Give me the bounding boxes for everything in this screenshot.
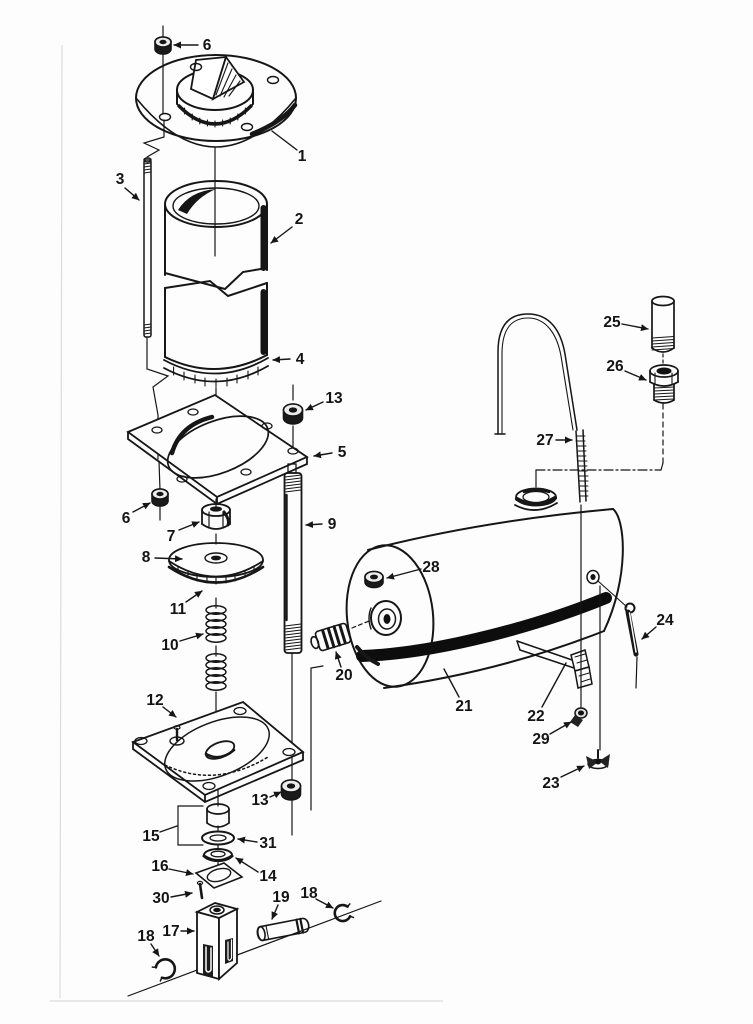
base-ring (163, 357, 269, 388)
cylinder-sleeve (164, 180, 268, 370)
reservoir-tank (345, 508, 624, 689)
filler-neck (514, 487, 558, 511)
elbow-29 (570, 707, 588, 727)
callout-13-lower: 13 (251, 792, 269, 809)
breather-tube-25 (651, 295, 675, 353)
nut-6-top (154, 36, 172, 55)
bracket-22 (516, 640, 593, 689)
page-margin-lines (50, 44, 443, 1002)
callout-18-right: 18 (300, 885, 318, 902)
callout-18-left: 18 (137, 928, 155, 945)
callout-26: 26 (606, 358, 624, 375)
assembly-centerlines (127, 25, 382, 997)
cotter-pin-24 (624, 602, 639, 689)
clevis-17 (194, 902, 240, 982)
pin-30 (196, 880, 204, 900)
callout-16: 16 (151, 858, 169, 875)
nut-13-upper (282, 403, 304, 425)
callout-10: 10 (161, 637, 178, 654)
tank-port-hub (368, 600, 402, 636)
retainer-clip-left (151, 958, 177, 982)
callout-9: 9 (328, 516, 337, 533)
callout-23: 23 (542, 775, 560, 792)
leader-lines (124, 41, 657, 957)
springs (205, 605, 227, 691)
callout-3: 3 (116, 171, 125, 188)
callout-5: 5 (338, 444, 347, 461)
callout-15: 15 (142, 828, 160, 845)
callout-6-lower: 6 (122, 510, 131, 527)
bushing-15 (177, 803, 230, 846)
callout-25: 25 (603, 314, 621, 331)
bushing-26 (649, 364, 679, 404)
callout-27: 27 (536, 432, 553, 449)
vent-fitting-right (586, 569, 628, 608)
breather-assembly-line (535, 353, 664, 488)
plug-28 (364, 570, 384, 589)
tank-lines (580, 504, 601, 751)
callout-17: 17 (162, 923, 179, 940)
packing-nut (201, 503, 231, 530)
callout-7: 7 (167, 528, 176, 545)
washer-31 (201, 830, 235, 846)
tie-rod (143, 157, 152, 338)
lower-square-plate (131, 700, 305, 804)
callout-30: 30 (152, 890, 169, 907)
callout-28: 28 (422, 559, 440, 576)
callout-4: 4 (296, 351, 305, 368)
callout-8: 8 (142, 549, 151, 566)
callout-13-upper: 13 (325, 390, 343, 407)
callout-2: 2 (295, 211, 304, 228)
callout-labels: 6 1 3 2 4 13 5 6 7 8 11 10 9 12 20 13 15… (116, 37, 674, 945)
callout-31: 31 (259, 835, 277, 852)
nut-13-lower (280, 779, 302, 801)
callout-22: 22 (527, 708, 544, 725)
clevis-pin-19 (256, 917, 310, 942)
retainer-clip-right (333, 903, 355, 923)
callout-20: 20 (335, 667, 352, 684)
hose-27 (494, 313, 589, 503)
outlet-fitting (310, 622, 352, 652)
callout-6-top: 6 (203, 37, 212, 54)
callout-19: 19 (272, 889, 290, 906)
nut-6-lower (151, 488, 169, 507)
upper-square-plate (126, 393, 309, 506)
gasket-16 (194, 862, 244, 889)
callout-24: 24 (656, 612, 674, 629)
callout-11: 11 (170, 601, 187, 618)
callout-29: 29 (532, 731, 550, 748)
top-cover-plate (135, 54, 298, 148)
fitting-assembly-line (351, 620, 370, 629)
washer-14 (202, 848, 234, 862)
callout-21: 21 (455, 698, 473, 715)
long-stud (283, 463, 303, 654)
callout-14: 14 (259, 868, 277, 885)
petcock-23 (586, 749, 610, 770)
callout-12: 12 (146, 692, 163, 709)
piston-disc (167, 542, 265, 585)
callout-1: 1 (298, 148, 307, 165)
